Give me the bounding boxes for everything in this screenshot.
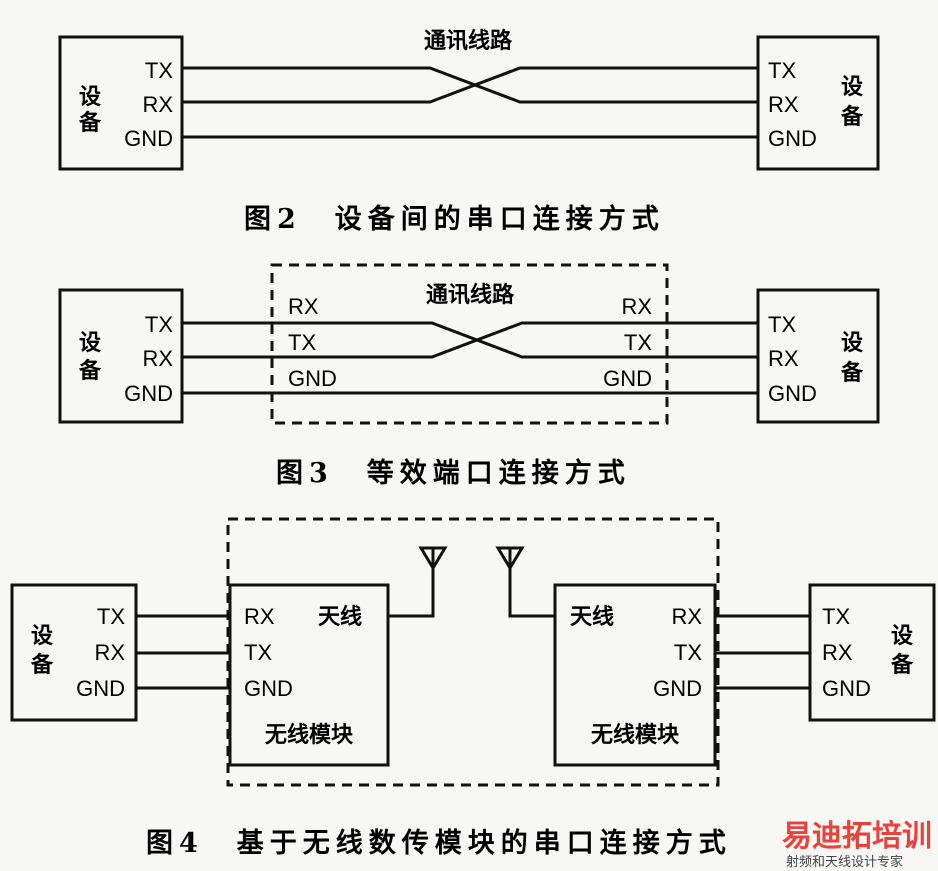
right-pin-gnd: GND — [822, 676, 871, 701]
left-module-antenna-label: 天线 — [318, 604, 362, 630]
right-pin-tx: TX — [768, 58, 796, 83]
left-antenna-icon — [418, 546, 448, 571]
inner-right-tx: TX — [624, 330, 652, 355]
equivalent-port-boundary — [270, 263, 669, 425]
left-pin-tx: TX — [145, 58, 173, 83]
left-module-pin-rx: RX — [244, 604, 275, 629]
right-module-antenna-label: 天线 — [570, 604, 614, 630]
left-device-label-2: 备 — [78, 110, 102, 136]
left-module-pin-gnd: GND — [244, 676, 293, 701]
left-device-label-1: 设 — [79, 85, 101, 110]
wire-tx-to-rx — [182, 66, 758, 104]
figure-2: 设 备 TX RX GND TX RX GND 设 备 通讯线路 图2 设备间的… — [58, 28, 880, 235]
left-device-label-2: 备 — [78, 358, 102, 384]
right-pin-rx: RX — [768, 346, 799, 371]
inner-left-rx: RX — [288, 294, 319, 319]
right-device-label-2: 备 — [840, 104, 864, 130]
wire-rx-to-tx — [182, 321, 758, 359]
left-device-label-1: 设 — [31, 624, 53, 649]
right-pin-gnd: GND — [768, 381, 817, 406]
left-pin-gnd: GND — [124, 126, 173, 151]
right-module-name: 无线模块 — [591, 722, 680, 748]
left-wireless-module-box — [228, 583, 390, 767]
right-pin-tx: TX — [822, 604, 850, 629]
inner-left-tx: TX — [288, 330, 316, 355]
inner-left-gnd: GND — [288, 366, 337, 391]
left-pin-gnd: GND — [124, 381, 173, 406]
left-module-pin-tx: TX — [244, 640, 272, 665]
left-pin-tx: TX — [145, 312, 173, 337]
wire-rx-to-tx — [182, 66, 758, 104]
left-pin-rx: RX — [94, 640, 125, 665]
inner-right-gnd: GND — [603, 366, 652, 391]
right-device-label-1: 设 — [841, 331, 863, 356]
wire-tx-to-rx — [182, 321, 758, 359]
right-module-pin-gnd: GND — [653, 676, 702, 701]
right-device-label-2: 备 — [840, 360, 864, 386]
comm-line-title: 通讯线路 — [426, 282, 515, 308]
right-device-label-1: 设 — [891, 624, 913, 649]
inner-right-rx: RX — [621, 294, 652, 319]
left-pin-tx: TX — [97, 604, 125, 629]
right-antenna-icon — [495, 546, 525, 571]
right-module-pin-rx: RX — [671, 604, 702, 629]
figure-4-caption: 图4 基于无线数传模块的串口连接方式 — [146, 827, 732, 859]
figure-3: 设 备 TX RX GND TX RX GND 设 备 通讯线路 RX TX G… — [58, 263, 880, 489]
left-device-label-1: 设 — [79, 331, 101, 356]
right-wireless-module-box — [553, 583, 717, 767]
left-device-label-2: 备 — [30, 652, 54, 678]
left-pin-rx: RX — [142, 346, 173, 371]
left-pin-gnd: GND — [76, 676, 125, 701]
watermark-logo: 易迪拓培训 射频和天线设计专家 — [782, 819, 932, 870]
left-module-name: 无线模块 — [265, 722, 354, 748]
watermark-sub-text: 射频和天线设计专家 — [786, 854, 903, 870]
figure-4: 设 备 TX RX GND RX TX GND 天线 无线模块 天线 RX TX… — [10, 517, 936, 859]
right-pin-tx: TX — [768, 312, 796, 337]
left-pin-rx: RX — [142, 92, 173, 117]
comm-line-title: 通讯线路 — [424, 28, 513, 54]
right-pin-gnd: GND — [768, 126, 817, 151]
right-device-label-2: 备 — [890, 652, 914, 678]
right-module-pin-tx: TX — [674, 640, 702, 665]
figure-2-caption: 图2 设备间的串口连接方式 — [244, 203, 665, 235]
right-device-label-1: 设 — [841, 75, 863, 100]
watermark-main-text: 易迪拓培训 — [782, 819, 932, 854]
figure-3-caption: 图3 等效端口连接方式 — [276, 457, 631, 489]
right-pin-rx: RX — [768, 92, 799, 117]
right-pin-rx: RX — [822, 640, 853, 665]
